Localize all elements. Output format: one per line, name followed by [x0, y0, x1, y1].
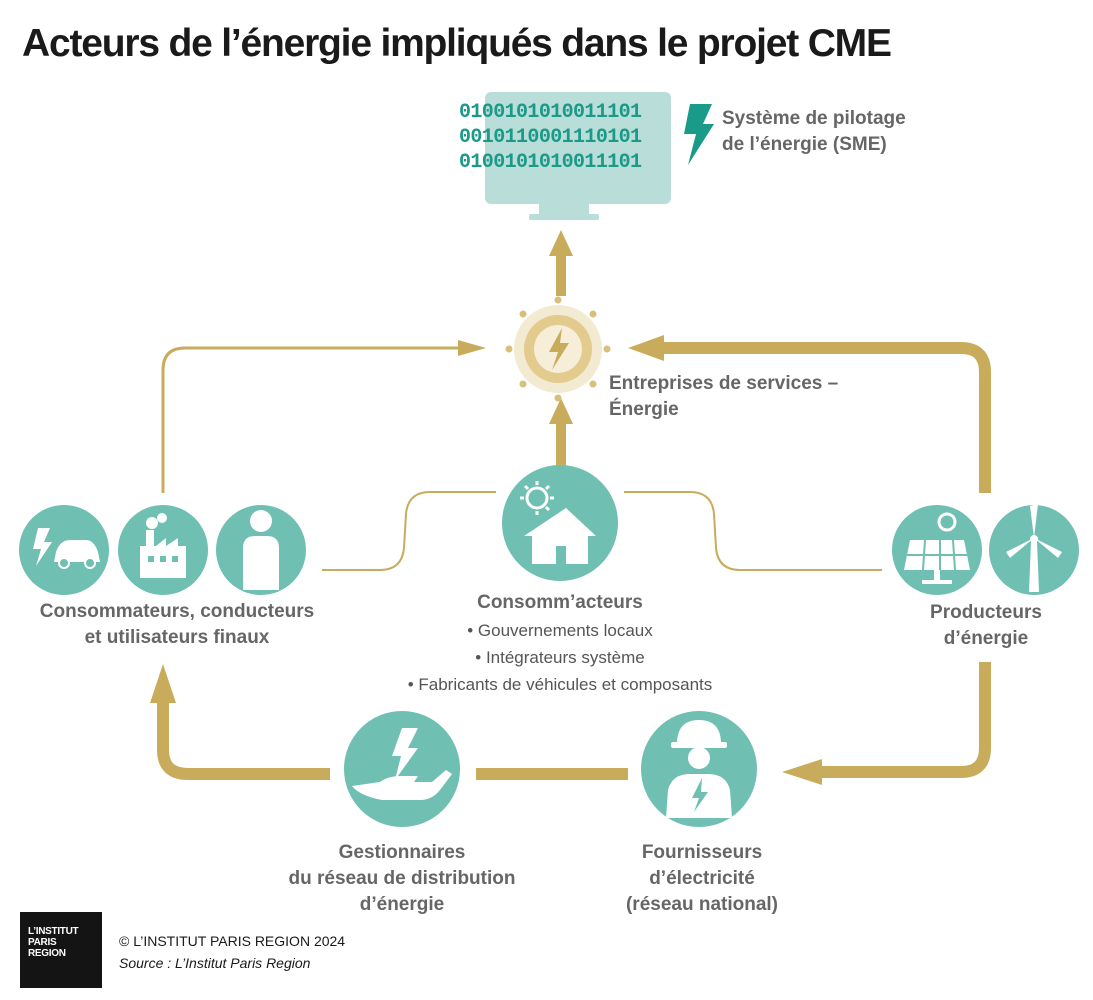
binary-line: 0100101010011101 — [459, 101, 642, 124]
institut-logo: L’INSTITUT PARIS REGION — [20, 912, 102, 988]
wind-turbine-icon — [989, 504, 1079, 595]
bullet-item: • Gouvernements locaux — [467, 621, 653, 640]
services-label-line: Énergie — [609, 399, 679, 420]
sme-monitor — [485, 92, 671, 220]
connector-right — [624, 491, 882, 571]
bullet-item: • Fabricants de véhicules et composants — [407, 675, 713, 694]
logo-line: L’INSTITUT — [28, 926, 79, 937]
copyright-text: © L’INSTITUT PARIS REGION 2024 — [119, 933, 346, 949]
factory-icon — [118, 505, 208, 595]
credit-block: © L’INSTITUT PARIS REGION 2024 Source : … — [119, 930, 345, 974]
producteurs-label: Producteurs d’énergie — [900, 600, 1072, 652]
flow-arrows — [150, 230, 991, 785]
fournisseurs-label-line: d’électricité — [649, 868, 755, 889]
consommateurs-label-line: et utilisateurs finaux — [84, 627, 270, 648]
producteurs-label-line: Producteurs — [930, 602, 1042, 623]
gestionnaires-label-line: Gestionnaires — [338, 842, 466, 863]
gestionnaires-label-line: d’énergie — [359, 894, 445, 915]
consommacteurs-title: Consomm’acteurs — [477, 592, 643, 613]
fournisseurs-label-line: Fournisseurs — [641, 842, 763, 863]
producteurs-label-line: d’énergie — [943, 628, 1029, 649]
binary-line: 0100101010011101 — [459, 151, 642, 174]
sme-label-line: de l’énergie (SME) — [722, 134, 887, 155]
arrow-consommateurs-to-services — [161, 346, 462, 493]
lightning-icon — [684, 104, 714, 165]
sme-label-line: Système de pilotage — [722, 108, 906, 129]
services-gear-icon — [505, 296, 611, 402]
services-label: Entreprises de services – Énergie — [609, 371, 838, 423]
arrow-producteurs-to-fournisseurs — [818, 662, 991, 778]
gestionnaires-label: Gestionnaires du réseau de distribution … — [262, 840, 542, 918]
sme-label: Système de pilotage de l’énergie (SME) — [722, 106, 906, 158]
sme-binary-code: 0100101010011101 0010110001110101 010010… — [459, 100, 642, 175]
fournisseurs-label: Fournisseurs d’électricité (réseau natio… — [592, 840, 812, 918]
gestionnaires-label-line: du réseau de distribution — [288, 868, 516, 889]
bullet-item: • Intégrateurs système — [475, 648, 645, 667]
fournisseurs-label-line: (réseau national) — [625, 894, 779, 915]
page-title: Acteurs de l’énergie impliqués dans le p… — [22, 22, 892, 65]
connector-left — [322, 491, 496, 571]
solar-house-icon — [502, 465, 618, 581]
logo-line: PARIS — [28, 937, 57, 948]
electric-car-icon — [19, 505, 109, 595]
solar-panel-icon — [892, 505, 982, 595]
consommacteurs-bullets: • Gouvernements locaux • Intégrateurs sy… — [360, 617, 760, 698]
consommateurs-label-line: Consommateurs, conducteurs — [39, 601, 315, 622]
logo-line: REGION — [28, 948, 66, 959]
services-label-line: Entreprises de services – — [609, 373, 839, 394]
electrician-icon — [641, 711, 757, 827]
binary-line: 0010110001110101 — [459, 126, 642, 149]
source-text: Source : L’Institut Paris Region — [119, 955, 311, 971]
arrow-gestionnaires-to-consommateurs — [157, 700, 330, 780]
hand-lightning-icon — [344, 711, 460, 827]
arrow-producteurs-to-services — [660, 342, 991, 493]
person-icon — [216, 505, 306, 595]
consommateurs-label: Consommateurs, conducteurs et utilisateu… — [18, 599, 336, 651]
